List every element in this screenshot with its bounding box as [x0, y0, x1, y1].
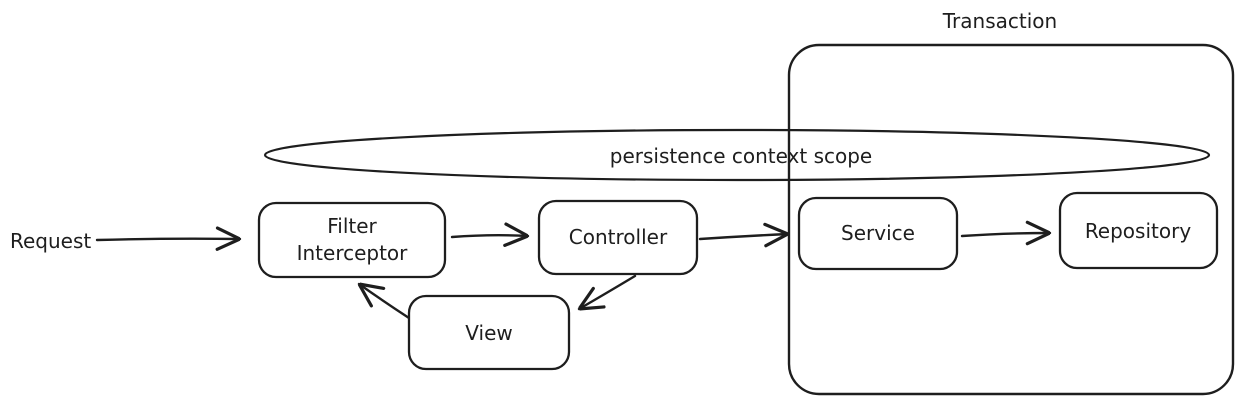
- node-repository: Repository: [1058, 191, 1219, 270]
- node-filter-interceptor: Filter Interceptor: [257, 201, 447, 279]
- arrow-filter-to-controller: [450, 235, 530, 237]
- repository-box: [1058, 191, 1219, 270]
- filter-interceptor-label-line2: Interceptor: [297, 241, 409, 265]
- controller-label: Controller: [569, 225, 668, 249]
- arrow-controller-to-view: [579, 274, 637, 309]
- arrow-controller-to-service: [698, 234, 790, 239]
- request-label: Request: [10, 229, 91, 253]
- node-view: View: [407, 294, 571, 371]
- view-box: [407, 294, 571, 371]
- persistence-context-ellipse: [263, 128, 1211, 182]
- repository-label: Repository: [1085, 219, 1192, 243]
- filter-interceptor-label-line1: Filter: [327, 214, 377, 238]
- service-label: Service: [841, 221, 915, 245]
- arrow-request-to-filter: [95, 239, 242, 240]
- filter-interceptor-box: [257, 201, 447, 279]
- view-label: View: [465, 321, 512, 345]
- service-box: [797, 196, 959, 271]
- node-service: Service: [797, 196, 959, 271]
- node-controller: Controller: [537, 199, 699, 276]
- arrow-service-to-repository: [960, 233, 1052, 236]
- arrow-view-to-filter: [359, 284, 411, 320]
- transaction-label: Transaction: [942, 9, 1057, 33]
- controller-box: [537, 199, 699, 276]
- persistence-context-label: persistence context scope: [610, 144, 873, 168]
- transaction-boundary-box: [787, 43, 1235, 396]
